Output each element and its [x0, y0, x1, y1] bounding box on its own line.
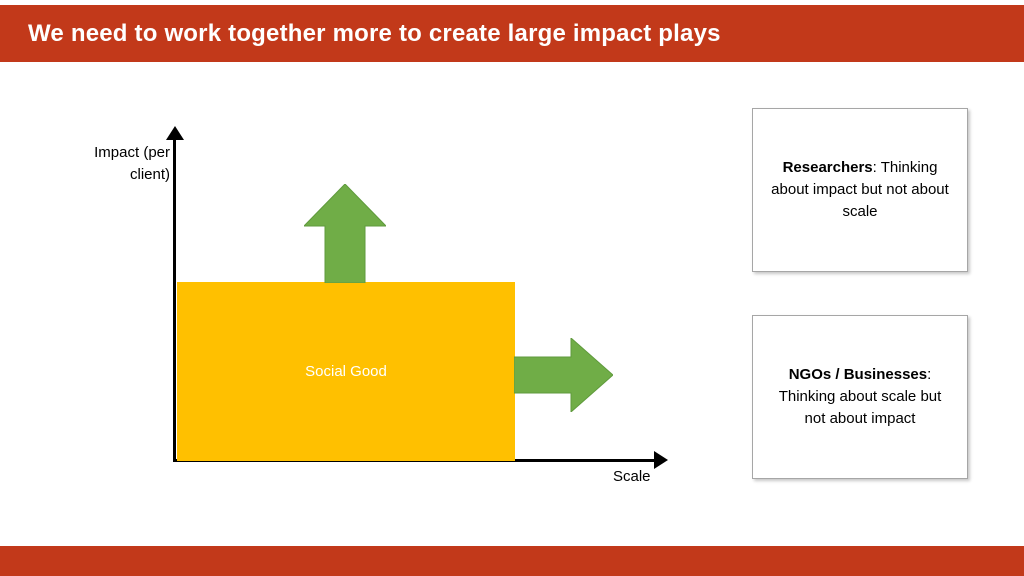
slide-title-bar: We need to work together more to create …: [0, 5, 1024, 62]
researchers-callout-box: Researchers: Thinking about impact but n…: [752, 108, 968, 272]
x-axis-label: Scale: [613, 468, 651, 485]
arrow-up-icon: [304, 184, 386, 283]
slide-footer-bar: [0, 546, 1024, 576]
social-good-region: Social Good: [177, 282, 515, 461]
slide-title: We need to work together more to create …: [28, 19, 721, 47]
y-axis-arrowhead-icon: [166, 126, 184, 140]
social-good-label: Social Good: [305, 363, 387, 380]
arrow-right-icon: [514, 338, 613, 412]
x-axis-arrowhead-icon: [654, 451, 668, 469]
ngos-businesses-callout-rest: : Thinking about scale but not about imp…: [778, 366, 942, 427]
arrow-right-shape: [514, 338, 613, 412]
researchers-callout-text: Researchers: Thinking about impact but n…: [769, 157, 951, 222]
ngos-businesses-callout-box: NGOs / Businesses: Thinking about scale …: [752, 315, 968, 479]
ngos-businesses-callout-text: NGOs / Businesses: Thinking about scale …: [769, 364, 951, 429]
researchers-callout-rest: : Thinking about impact but not about sc…: [771, 159, 949, 220]
ngos-businesses-callout-bold: NGOs / Businesses: [788, 366, 928, 384]
y-axis: [173, 138, 176, 462]
y-axis-label: Impact (per client): [94, 144, 170, 183]
arrow-up-shape: [304, 184, 386, 283]
researchers-callout-bold: Researchers: [782, 159, 873, 177]
